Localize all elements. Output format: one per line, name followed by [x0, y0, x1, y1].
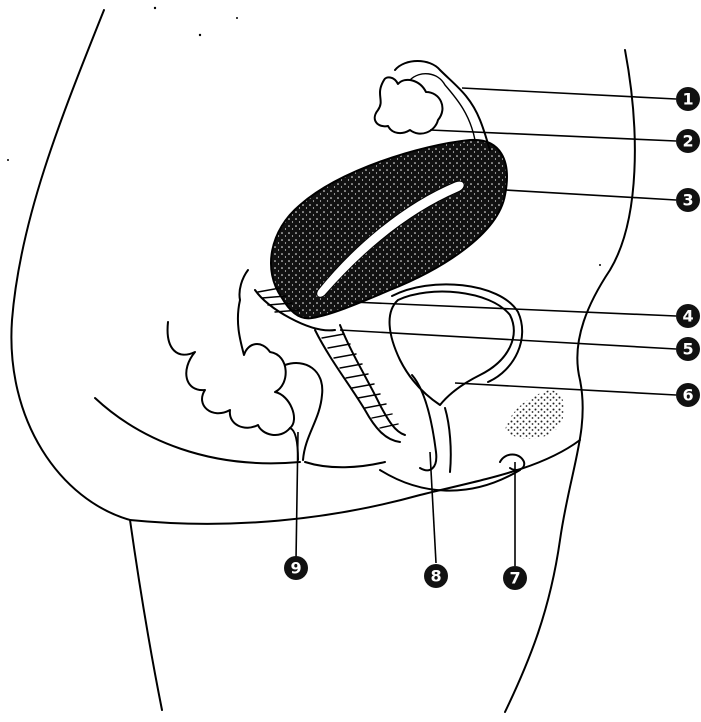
label-5-badge: 5	[676, 337, 700, 361]
label-2-badge: 2	[676, 129, 700, 153]
label-7: 7	[509, 569, 520, 588]
leader-4	[352, 302, 676, 316]
label-9-badge: 9	[284, 556, 308, 580]
leader-6	[455, 383, 676, 395]
label-6-badge: 6	[676, 383, 700, 407]
label-1-badge: 1	[676, 87, 700, 111]
urethra	[412, 375, 451, 472]
leader-3	[505, 190, 676, 200]
external-genitalia	[500, 455, 524, 471]
label-7-badge: 7	[503, 566, 527, 590]
label-1: 1	[682, 90, 693, 109]
label-2: 2	[682, 132, 693, 151]
label-3: 3	[682, 191, 693, 210]
vagina-ribs	[322, 334, 398, 428]
inner-body-curve	[95, 398, 385, 467]
label-5: 5	[682, 340, 693, 359]
label-9: 9	[290, 559, 301, 578]
label-4-badge: 4	[676, 304, 700, 328]
pubic-bone	[505, 390, 564, 439]
perineum-curve	[130, 440, 580, 524]
label-3-badge: 3	[676, 188, 700, 212]
leader-9	[296, 432, 298, 560]
leader-5	[340, 330, 676, 349]
ovary	[375, 77, 443, 133]
intestine-loops	[168, 270, 294, 435]
back-outline	[11, 10, 162, 710]
leader-1	[462, 88, 676, 99]
bladder-outer	[392, 284, 522, 382]
label-8: 8	[430, 567, 441, 586]
vagina-outer	[315, 330, 400, 442]
rectum-inner	[290, 428, 298, 460]
front-outline	[505, 50, 635, 712]
label-4: 4	[682, 307, 693, 326]
label-8-badge: 8	[424, 564, 448, 588]
label-6: 6	[682, 386, 693, 405]
rectum-wall	[285, 363, 322, 460]
